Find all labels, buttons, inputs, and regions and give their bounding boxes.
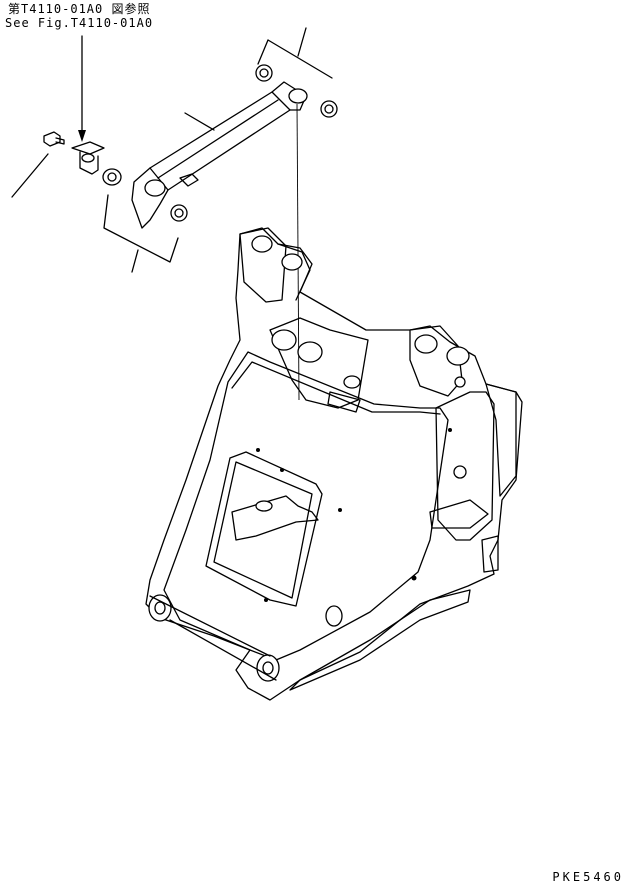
front-frame (145, 227, 523, 701)
bushing-left (102, 168, 122, 186)
grease-fitting (43, 131, 65, 147)
bushing-top-right (320, 100, 338, 118)
reference-japanese: 第T4110-01A0 図参照 (8, 2, 151, 16)
reference-english: See Fig.T4110-01A0 (5, 16, 154, 30)
pin (71, 141, 105, 175)
bushing-right (170, 204, 188, 222)
hydraulic-cylinder (131, 81, 308, 229)
bushing-top-left (255, 64, 273, 82)
drawing-code: PKE5460 (552, 870, 624, 884)
